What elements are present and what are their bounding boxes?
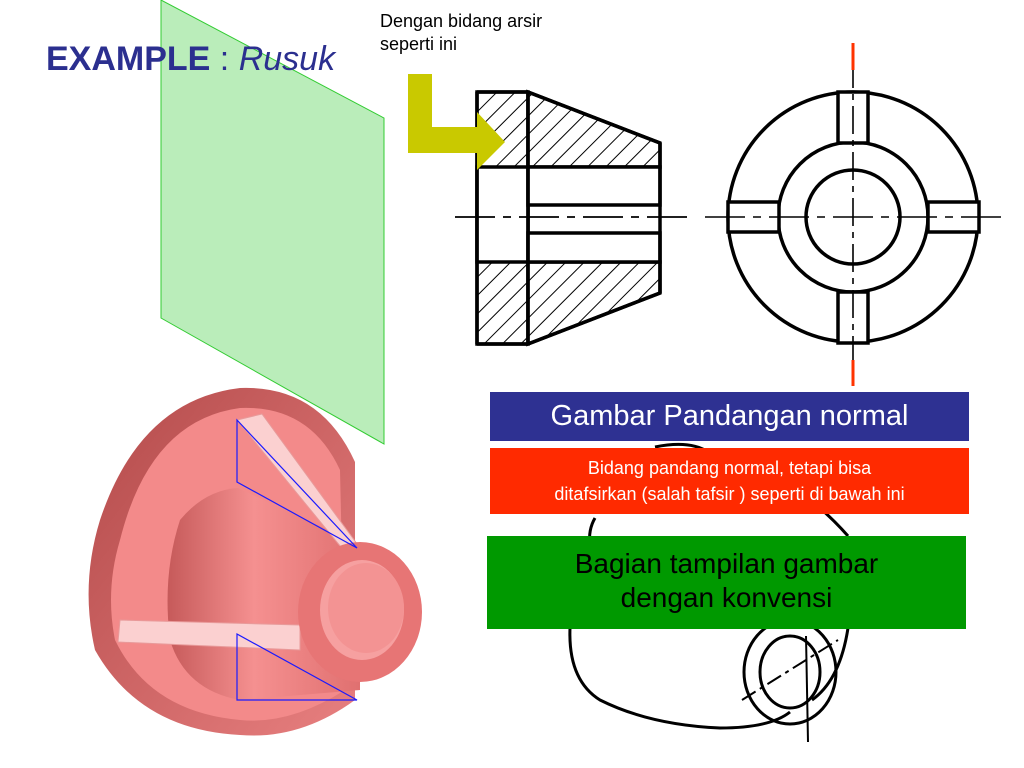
normal-view-label: Gambar Pandangan normal <box>490 392 969 441</box>
title-main: EXAMPLE <box>46 40 211 78</box>
normal-view-text: Gambar Pandangan normal <box>550 400 909 432</box>
misinterpretation-line-1: Bidang pandang normal, tetapi bisa <box>587 458 872 478</box>
convention-line-1: Bagian tampilan gambar <box>574 548 879 579</box>
callout-note: Dengan bidang arsir seperti ini <box>380 10 630 56</box>
misinterpretation-label: Bidang pandang normal, tetapi bisa ditaf… <box>490 448 969 514</box>
convention-label: Bagian tampilan gambar dengan konvensi <box>487 536 966 629</box>
callout-arrow <box>408 74 505 170</box>
end-view-center-lines <box>705 60 1005 370</box>
callout-line-2: seperti ini <box>380 34 458 54</box>
isometric-ribbed-part <box>88 387 422 736</box>
cutting-plane <box>160 0 385 445</box>
callout-line-1: Dengan bidang arsir <box>380 11 543 31</box>
title-subtitle: Rusuk <box>238 40 336 78</box>
page-title: EXAMPLE : Rusuk <box>46 40 335 79</box>
section-view <box>475 89 662 347</box>
misinterpretation-line-2: ditafsirkan (salah tafsir ) seperti di b… <box>554 484 905 504</box>
title-separator: : <box>210 40 239 78</box>
convention-line-2: dengan konvensi <box>620 582 833 613</box>
